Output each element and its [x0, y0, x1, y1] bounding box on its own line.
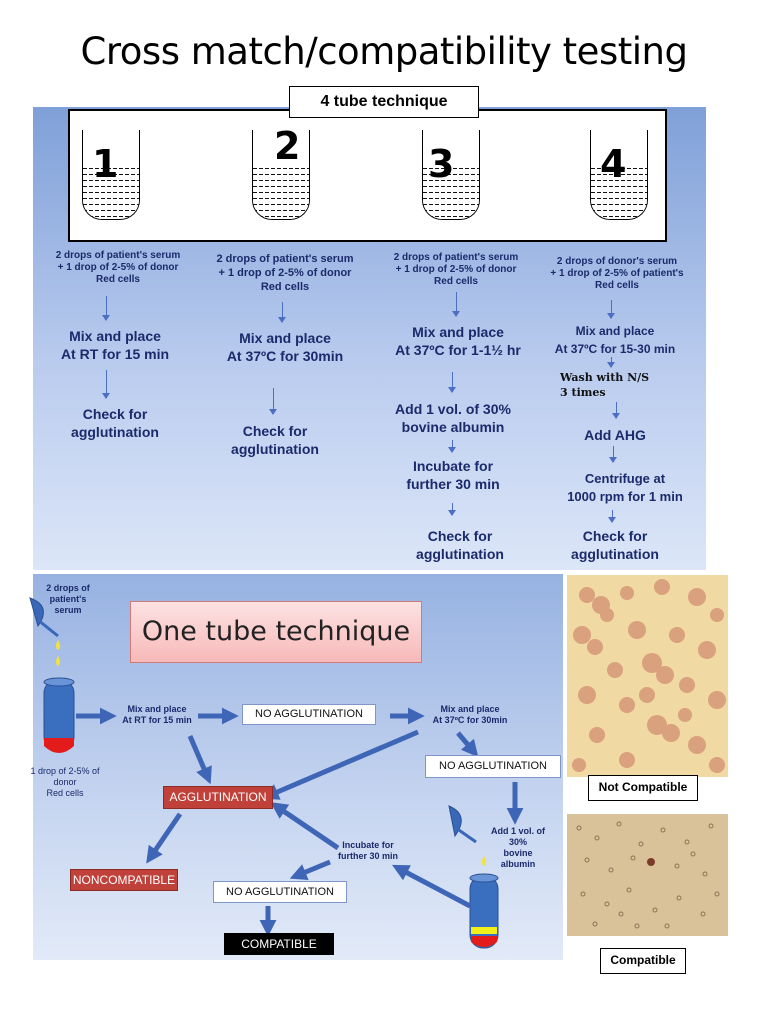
- flow-arrow: [187, 735, 212, 785]
- tube-illustration-box: [68, 109, 667, 242]
- tube-1-icon: 1: [82, 130, 140, 230]
- col3-step: Mix and place At 37ºC for 1-1½ hr: [395, 324, 521, 358]
- arrow-icon: [269, 388, 277, 415]
- flow-arrow: [289, 859, 331, 880]
- flow-arrow: [456, 731, 479, 758]
- col2-setup: 2 drops of patient's serum + 1 drop of 2…: [216, 253, 354, 293]
- arrow-icon: [102, 296, 110, 321]
- dispersed-cells-image: [576, 821, 720, 929]
- col4-setup: 2 drops of donor's serum + 1 drop of 2-5…: [550, 256, 684, 291]
- tube-3-icon: 3: [422, 130, 480, 230]
- tube-4-icon: 4: [590, 130, 648, 230]
- no-agglutination-1: NO AGGLUTINATION: [242, 704, 376, 725]
- compatible-micrograph: [567, 814, 728, 936]
- noncompatible-box: NONCOMPATIBLE: [70, 869, 178, 891]
- col2-check: Check for agglutination: [231, 423, 319, 457]
- col4-step: Mix and place At 37ºC for 15-30 min: [554, 324, 676, 356]
- arrow-icon: [608, 510, 616, 523]
- col1-step: Mix and place At RT for 15 min: [60, 328, 170, 362]
- compatible-box: COMPATIBLE: [224, 933, 334, 955]
- compatible-caption: Compatible: [600, 948, 686, 974]
- col3-albumin: Add 1 vol. of 30% bovine albumin: [395, 401, 511, 435]
- arrow-icon: [612, 402, 620, 419]
- red-cell-clumps-image: [572, 579, 726, 773]
- arrow-icon: [448, 503, 456, 516]
- one-tube-title: One tube technique: [130, 601, 422, 663]
- arrow-icon: [102, 370, 110, 399]
- col4-wash: Wash with N/S 3 times: [560, 371, 650, 399]
- page-title: Cross match/compatibility testing: [80, 30, 688, 73]
- four-tube-label: 4 tube technique: [289, 86, 479, 118]
- flow-arrow: [146, 812, 183, 864]
- flow-arrow: [261, 729, 419, 800]
- col4-ahg: Add AHG: [584, 427, 646, 443]
- col4-check: Check for agglutination: [571, 528, 659, 562]
- arrow-icon: [609, 446, 617, 463]
- test-tube-icon: [469, 873, 499, 949]
- dropper-icon: [448, 805, 486, 866]
- arrow-icon: [448, 440, 456, 453]
- droplet-icon: [56, 640, 60, 666]
- col4-centrifuge: Centrifuge at 1000 rpm for 1 min: [567, 471, 683, 504]
- no-agglutination-3: NO AGGLUTINATION: [213, 881, 347, 903]
- arrow-icon: [607, 300, 615, 319]
- not-compatible-caption: Not Compatible: [588, 775, 698, 801]
- col3-incubate: Incubate for further 30 min: [406, 458, 500, 492]
- dropper-icon: [29, 597, 59, 638]
- arrow-icon: [448, 372, 456, 393]
- not-compatible-micrograph: [567, 575, 728, 777]
- arrow-icon: [278, 302, 286, 323]
- col2-step: Mix and place At 37ºC for 30min: [226, 330, 344, 364]
- col3-setup: 2 drops of patient's serum + 1 drop of 2…: [393, 252, 519, 287]
- col3-check: Check for agglutination: [416, 528, 504, 562]
- flow-arrow: [391, 864, 472, 909]
- tube-2-icon: 2: [252, 124, 310, 230]
- col1-setup: 2 drops of patient's serum + 1 drop of 2…: [55, 250, 181, 285]
- col1-check: Check for agglutination: [71, 406, 159, 440]
- arrow-icon: [607, 357, 615, 368]
- no-agglutination-2: NO AGGLUTINATION: [425, 755, 561, 778]
- arrow-icon: [452, 292, 460, 317]
- agglutination-box: AGGLUTINATION: [163, 786, 273, 809]
- flow-arrow: [270, 802, 340, 851]
- test-tube-icon: [43, 677, 75, 753]
